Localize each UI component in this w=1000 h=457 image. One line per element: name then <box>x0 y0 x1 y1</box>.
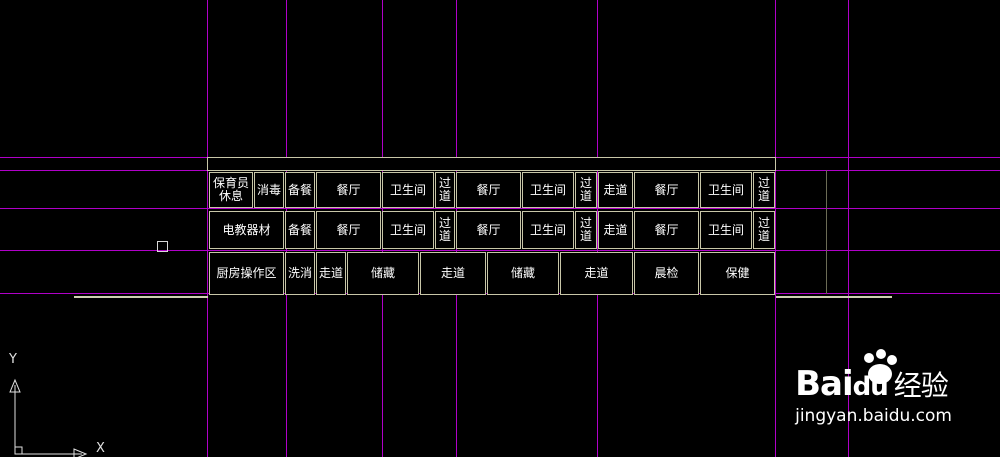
room-r3-c7[interactable]: 走道 <box>560 252 633 295</box>
room-r2-c10[interactable]: 餐厅 <box>634 211 699 249</box>
y-axis-label: Y <box>9 352 17 367</box>
room-r3-c9[interactable]: 保健 <box>700 252 775 295</box>
guide-line-horizontal <box>0 250 1000 251</box>
watermark-brand: Bai <box>795 364 854 404</box>
guide-line-horizontal <box>0 208 1000 209</box>
room-r2-c12[interactable]: 过道 <box>753 211 775 249</box>
room-r1-c12[interactable]: 卫生间 <box>700 172 752 208</box>
ground-line-left <box>74 296 208 298</box>
room-r1-c4[interactable]: 餐厅 <box>316 172 381 208</box>
room-r1-c10[interactable]: 走道 <box>598 172 633 208</box>
room-r1-c9[interactable]: 过道 <box>575 172 597 208</box>
room-r1-c3[interactable]: 备餐 <box>285 172 315 208</box>
guide-line-vertical <box>597 0 598 457</box>
room-r2-c3[interactable]: 餐厅 <box>316 211 381 249</box>
room-r3-c1[interactable]: 厨房操作区 <box>209 252 284 295</box>
room-r1-c1[interactable]: 保育员 休息 <box>209 172 253 208</box>
watermark-url: jingyan.baidu.com <box>795 406 952 426</box>
room-r1-c11[interactable]: 餐厅 <box>634 172 699 208</box>
room-r2-c11[interactable]: 卫生间 <box>700 211 752 249</box>
building-top-strip[interactable] <box>207 157 776 171</box>
room-r1-c7[interactable]: 餐厅 <box>456 172 521 208</box>
room-r2-c9[interactable]: 走道 <box>598 211 633 249</box>
room-r3-c6[interactable]: 储藏 <box>487 252 559 295</box>
room-r3-c5[interactable]: 走道 <box>420 252 486 295</box>
room-r3-c3[interactable]: 走道 <box>316 252 346 295</box>
room-r3-c4[interactable]: 储藏 <box>347 252 419 295</box>
guide-line-vertical <box>775 0 776 457</box>
watermark-brand-2: du <box>852 372 889 402</box>
wall-right-extension <box>826 170 827 294</box>
guide-line-vertical <box>207 0 208 457</box>
cursor-pickbox <box>157 241 168 252</box>
room-r2-c5[interactable]: 过道 <box>435 211 455 249</box>
room-r1-c2[interactable]: 消毒 <box>254 172 284 208</box>
room-r3-c2[interactable]: 洗消 <box>285 252 315 295</box>
room-r2-c2[interactable]: 备餐 <box>285 211 315 249</box>
room-r2-c8[interactable]: 过道 <box>575 211 597 249</box>
room-r3-c8[interactable]: 晨检 <box>634 252 699 295</box>
x-axis-label: X <box>96 441 105 456</box>
watermark-product: 经验 <box>893 369 949 402</box>
paw-logo-icon <box>864 349 898 384</box>
room-r2-c1[interactable]: 电教器材 <box>209 211 284 249</box>
room-r2-c4[interactable]: 卫生间 <box>382 211 434 249</box>
room-r2-c7[interactable]: 卫生间 <box>522 211 574 249</box>
guide-line-vertical <box>848 0 849 457</box>
room-r1-c8[interactable]: 卫生间 <box>522 172 574 208</box>
ground-line-right <box>776 296 892 298</box>
room-r1-c5[interactable]: 卫生间 <box>382 172 434 208</box>
room-r1-c6[interactable]: 过道 <box>435 172 455 208</box>
room-r2-c6[interactable]: 餐厅 <box>456 211 521 249</box>
room-r1-c13[interactable]: 过道 <box>753 172 775 208</box>
